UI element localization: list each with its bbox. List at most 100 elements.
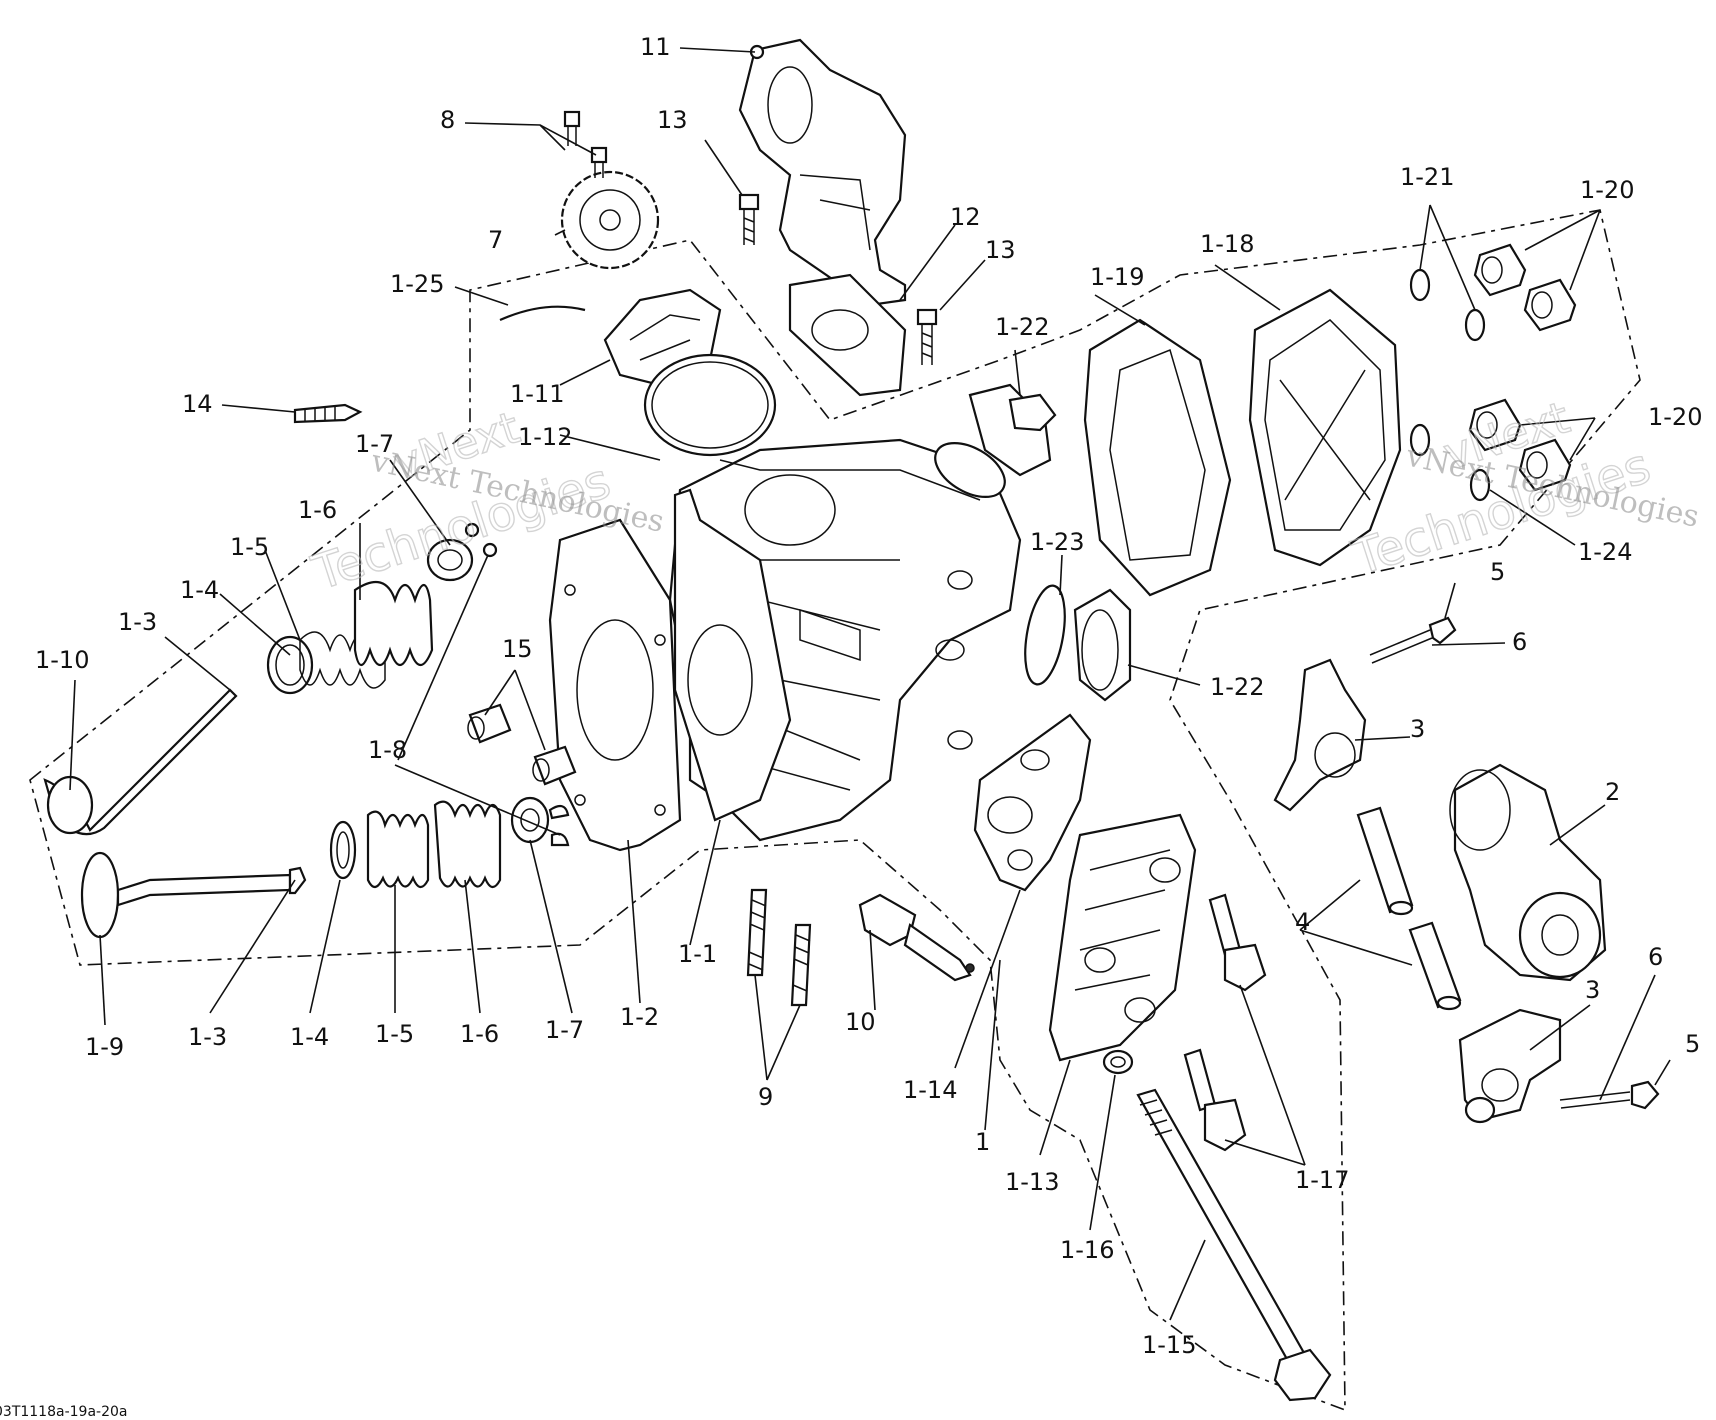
callout-label: 1-8 xyxy=(368,736,407,764)
leader-lines xyxy=(69,47,1671,1321)
intake-manifold xyxy=(738,38,907,307)
callout-label: 8 xyxy=(440,106,455,134)
callout-label: 1-5 xyxy=(375,1020,414,1048)
head-flange xyxy=(673,488,792,822)
rocker-bolt-upper xyxy=(1369,616,1457,664)
callout-label: 1-10 xyxy=(35,646,89,674)
callout-label: 1-4 xyxy=(180,576,219,604)
rocker-shaft-lower xyxy=(1408,921,1462,1011)
valve-spring-seat-lower xyxy=(329,820,357,880)
callout-label: 7 xyxy=(488,226,503,254)
retaining-clip xyxy=(499,305,586,322)
cap-nut-3 xyxy=(1468,398,1522,452)
callout-label: 1-7 xyxy=(545,1016,584,1044)
callout-label: 1-23 xyxy=(1030,528,1084,556)
callout-label: 1-13 xyxy=(1005,1168,1059,1196)
head-bolt-long xyxy=(1136,1088,1332,1402)
valve-retainer-upper xyxy=(426,538,474,582)
callout-label: 1-18 xyxy=(1200,230,1254,258)
callout-label: 3 xyxy=(1410,715,1425,743)
flange-bolt-lower xyxy=(1183,1048,1247,1152)
side-cover xyxy=(1048,813,1197,1062)
head-cover xyxy=(1248,288,1402,567)
o-ring-large xyxy=(643,353,777,457)
callout-label: 1-7 xyxy=(355,430,394,458)
callout-label: 1-3 xyxy=(188,1023,227,1051)
callout-label: 1-9 xyxy=(85,1033,124,1061)
tappet-cap-upper xyxy=(968,383,1057,477)
callout-label: 1-22 xyxy=(995,313,1049,341)
callout-label: 1-17 xyxy=(1295,1166,1349,1194)
callout-label: 13 xyxy=(657,106,688,134)
intake-gasket xyxy=(788,273,907,397)
cap-nut-2 xyxy=(1523,278,1577,332)
outer-valve-spring-lower xyxy=(433,800,502,889)
outer-valve-spring-upper xyxy=(353,580,434,667)
callout-label: 5 xyxy=(1685,1030,1700,1058)
callout-label: 14 xyxy=(182,390,213,418)
callout-label: 1-20 xyxy=(1648,403,1702,431)
cover-gasket xyxy=(1083,318,1232,597)
valve-cotters-lower xyxy=(548,804,570,847)
callout-label: 1-5 xyxy=(230,533,269,561)
callout-label: 1-20 xyxy=(1580,176,1634,204)
camshaft xyxy=(1449,763,1607,982)
sprocket-bolts xyxy=(563,110,608,178)
valve-retainer-lower xyxy=(510,796,550,844)
callout-label: 15 xyxy=(502,635,533,663)
callout-label: 13 xyxy=(985,236,1016,264)
callout-label: 1-22 xyxy=(1210,673,1264,701)
intake-valve xyxy=(80,851,307,939)
cam-sprocket xyxy=(560,170,660,270)
rocker-shaft-upper xyxy=(1356,806,1414,916)
flange-bolt-upper xyxy=(1208,893,1267,992)
callout-label: 1 xyxy=(975,1128,990,1156)
tappet-cap-lower xyxy=(1073,588,1132,702)
dowel-pin-lower xyxy=(532,745,577,786)
rocker-bolt-lower xyxy=(1559,1080,1660,1110)
inner-valve-spring-lower xyxy=(366,810,430,889)
callout-label: 12 xyxy=(950,203,981,231)
head-gasket xyxy=(548,518,682,852)
callout-label: 1-21 xyxy=(1400,163,1454,191)
cap-nut-4 xyxy=(1518,438,1572,492)
cap-o-ring-lower xyxy=(1024,584,1066,686)
callout-label: 1-3 xyxy=(118,608,157,636)
callout-label: 1-15 xyxy=(1142,1331,1196,1359)
cap-nut-1 xyxy=(1473,243,1527,297)
stud-left xyxy=(746,888,768,977)
dowel-pin-upper xyxy=(467,703,512,744)
callout-label: 1-19 xyxy=(1090,263,1144,291)
valve-spring-seat-upper xyxy=(266,635,314,695)
cover-washers xyxy=(1409,268,1491,502)
callout-label: 9 xyxy=(758,1083,773,1111)
manifold-bolt-upper xyxy=(738,193,760,245)
long-bolt xyxy=(293,403,363,424)
valve-cotters-upper xyxy=(464,522,498,558)
callout-label: 2 xyxy=(1605,778,1620,806)
callout-label: 1-6 xyxy=(460,1020,499,1048)
callout-label: 1-2 xyxy=(620,1003,659,1031)
figure-reference-code: 03T1118a-19a-20a xyxy=(0,1404,127,1420)
manifold-bolt-lower xyxy=(916,308,938,365)
callout-label: 1-24 xyxy=(1578,538,1632,566)
callout-label: 1-16 xyxy=(1060,1236,1114,1264)
callout-label: 11 xyxy=(640,33,671,61)
callout-label: 1-4 xyxy=(290,1023,329,1051)
callout-labels: 11 8 13 7 12 13 1-25 1-11 14 1-12 1-7 1-… xyxy=(35,33,1702,1359)
callout-label: 5 xyxy=(1490,558,1505,586)
callout-label: 10 xyxy=(845,1008,876,1036)
spark-plug xyxy=(858,893,975,982)
callout-label: 1-12 xyxy=(518,423,572,451)
inner-valve-spring-upper xyxy=(299,631,386,689)
rocker-arm-upper xyxy=(1273,658,1367,812)
callout-label: 1-1 xyxy=(678,940,717,968)
cap-o-ring-upper xyxy=(934,441,1006,499)
callout-label: 4 xyxy=(1295,908,1310,936)
callout-label: 1-25 xyxy=(390,270,444,298)
exhaust-gasket xyxy=(973,713,1092,892)
callout-label: 1-6 xyxy=(298,496,337,524)
callout-label: 6 xyxy=(1648,943,1663,971)
callout-label: 3 xyxy=(1585,976,1600,1004)
